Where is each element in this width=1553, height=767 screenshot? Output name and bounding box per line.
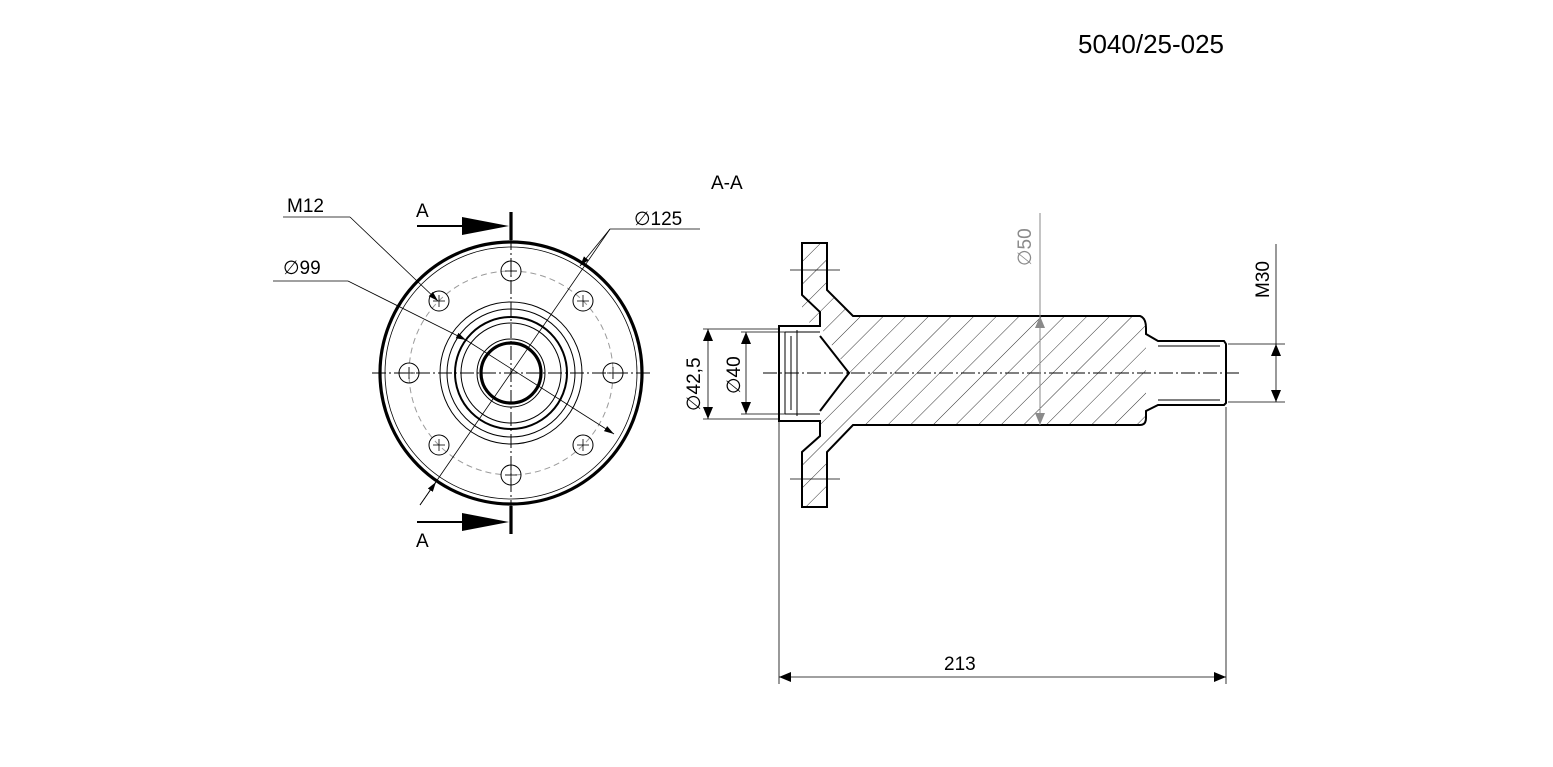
- bolt-hole: [398, 362, 420, 384]
- section-arrow-bottom: [417, 513, 509, 531]
- outer-diameter-leader: [419, 228, 700, 506]
- bolt-hole: [428, 290, 450, 312]
- thread-end-label: M30: [1253, 261, 1274, 298]
- bolt-hole: [602, 362, 624, 384]
- shaft-section-hatch: [802, 243, 1146, 507]
- bore-inner-label: ∅40: [724, 356, 745, 394]
- length-label: 213: [944, 654, 976, 675]
- bolt-circle-label: ∅99: [283, 258, 321, 279]
- shaft-outline: [778, 242, 1227, 508]
- part-number: 5040/25-025: [1078, 29, 1224, 59]
- section-mark-bottom: A: [416, 531, 429, 552]
- bolt-hole: [572, 434, 594, 456]
- thread-leader: [283, 216, 439, 302]
- section-view: A-A ∅50 M30: [684, 173, 1285, 684]
- section-mark-top: A: [416, 201, 429, 222]
- bolt-hole: [428, 434, 450, 456]
- bore-outer-label: ∅42,5: [684, 357, 705, 411]
- shaft-diameter-label: ∅50: [1015, 228, 1036, 266]
- thread-label: M12: [287, 196, 324, 217]
- bolt-hole: [572, 290, 594, 312]
- bolt-circle-leader: [273, 280, 467, 341]
- section-arrow-top: [417, 217, 509, 235]
- front-view: A A M12 ∅99 ∅125: [273, 196, 700, 552]
- section-view-title: A-A: [711, 173, 743, 194]
- bore-cone: [819, 335, 851, 412]
- outer-diameter-label: ∅125: [634, 209, 682, 230]
